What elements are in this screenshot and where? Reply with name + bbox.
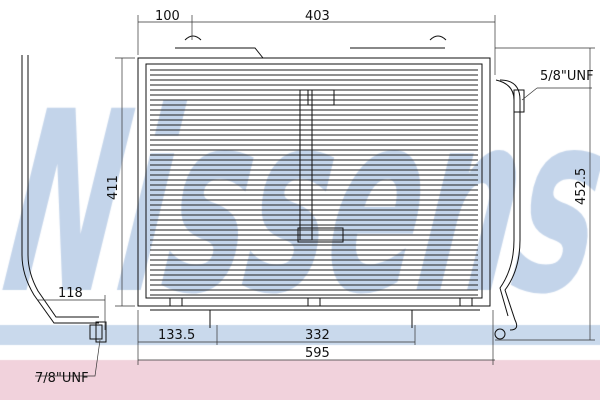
pipes: [21, 55, 525, 343]
dim-pipe-offset: 118: [58, 286, 83, 301]
dim-height-right: 452.5: [574, 168, 589, 205]
condenser-core: [137, 35, 491, 328]
dimension-lines: [35, 15, 595, 377]
dim-bottom-left: 133.5: [158, 328, 195, 343]
dim-height-left: 411: [106, 175, 121, 200]
dim-bottom-mid: 332: [305, 328, 330, 343]
dim-overall-width: 595: [305, 346, 330, 361]
fitting-top-label: 5/8"UNF: [540, 69, 594, 84]
dim-top-right: 403: [305, 9, 330, 24]
dim-top-left: 100: [155, 9, 180, 24]
fitting-bottom-label: 7/8"UNF: [35, 371, 89, 386]
